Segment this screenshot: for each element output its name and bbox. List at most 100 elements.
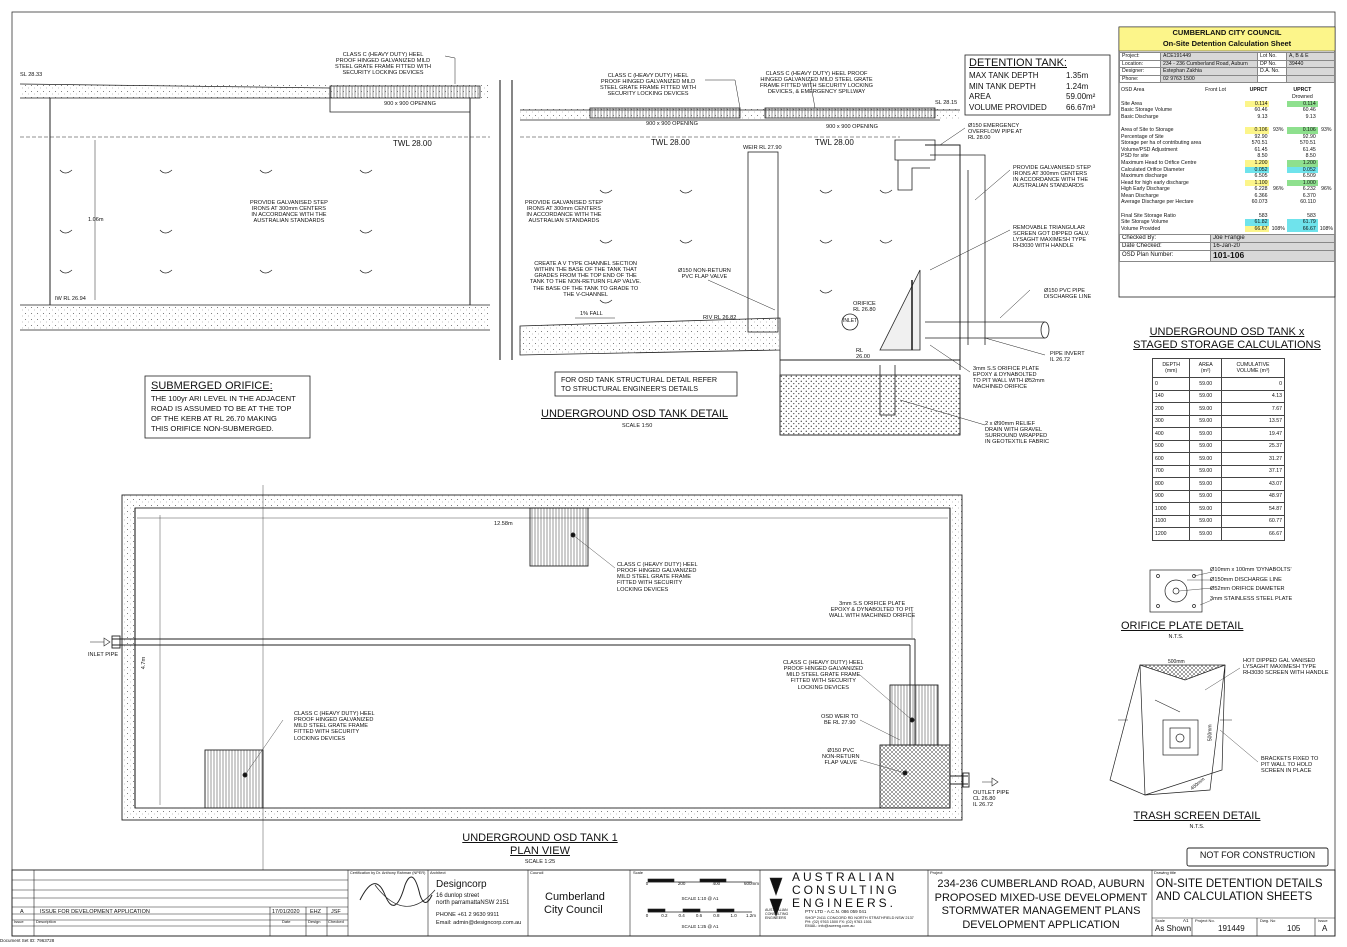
osd-row-value-a: 583: [1258, 212, 1268, 219]
tank-detail-title: UNDERGROUND OSD TANK DETAIL: [541, 408, 729, 420]
osd-check-label: OSD Plan Number:: [1119, 249, 1211, 262]
project-line: 234-236 CUMBERLAND ROAD, AUBURN: [937, 878, 1145, 890]
osd-check-value: 16-Jan-20: [1210, 242, 1335, 251]
detention-row-value: 1.35m: [1066, 71, 1089, 80]
osd-info-cell: Lot No.: [1257, 52, 1287, 61]
osd-row-value-b: [1287, 120, 1318, 127]
plan-grate-note-a: CLASS C (HEAVY DUTY) HEEL PROOF HINGED G…: [617, 562, 698, 593]
trash-note-brackets: BRACKETS FIXED TO PIT WALL TO HOLD SCREE…: [1261, 756, 1319, 775]
depth-label: 1.06m: [88, 217, 104, 223]
staged-cell: 25.37: [1221, 439, 1285, 453]
step-irons-note: PROVIDE GALVANISED STEP IRONS AT 300mm C…: [250, 200, 328, 225]
osd-row-value-a: 0.114: [1244, 100, 1270, 108]
osd-row-value-b: 9.13: [1305, 113, 1316, 120]
osd-row-label: Basic Discharge: [1121, 113, 1159, 120]
cert-label: Certification by Dr. Anthony Rahman (NPE…: [350, 871, 426, 875]
osd-info-row: Location:234 - 236 Cumberland Road, Aubu…: [1119, 59, 1335, 69]
staged-header-cell: DEPTH (mm): [1151, 358, 1191, 378]
scale-bar-2-tick: 1.0: [730, 913, 737, 918]
osd-row-pct-b: 96%: [1321, 186, 1332, 193]
osd-council: CUMBERLAND CITY COUNCIL: [1172, 28, 1282, 37]
drawing-title-label: Drawing title: [1154, 870, 1177, 875]
osd-row-value-a: 8.50: [1257, 153, 1268, 160]
architect-email: Email: admin@designcorp.com.au: [436, 920, 522, 926]
osd-row-pct-b: [1318, 180, 1335, 187]
staged-cell: 59.00: [1189, 452, 1223, 466]
osd-row-value-b: 92.90: [1302, 133, 1316, 140]
osd-calc-header-2: Drowned: [1119, 94, 1335, 101]
osd-check-row: OSD Plan Number:101-106: [1119, 249, 1335, 262]
osd-info-cell: Phone:: [1119, 74, 1161, 84]
staged-cell: 43.07: [1221, 477, 1285, 491]
staged-cell: 37.17: [1221, 464, 1285, 478]
tank-twl-a: TWL 28.00: [651, 138, 690, 147]
plan-view-drawing: [90, 485, 999, 870]
osd-row-label: Maximum Head to Orifice Centre: [1121, 159, 1197, 166]
osd-row-gap: [1203, 226, 1245, 233]
osd-col-blank: [1269, 94, 1287, 101]
detention-tank-heading: DETENTION TANK:: [969, 57, 1067, 69]
sl-label: SL 28.33: [20, 72, 43, 78]
firm-addr: SHOP 2/411 CONCORD RD NORTH STRATHFIELD …: [805, 916, 914, 929]
osd-area-label: OSD Area: [1121, 87, 1145, 94]
osd-row-pct-a: [1269, 160, 1287, 167]
overflow-note: Ø150 EMERGENCY OVERFLOW PIPE AT RL 28.00: [968, 123, 1023, 142]
project-line: DEVELOPMENT APPLICATION: [962, 918, 1120, 931]
staged-cell: 54.87: [1221, 502, 1285, 516]
osd-row-label: PSD for site: [1121, 153, 1149, 160]
osd-info-cell: Designer:: [1119, 67, 1161, 76]
scale-bar-1-label: SCALE 1:10 @ A1: [681, 896, 719, 901]
osd-row-value-b: 583: [1307, 212, 1316, 219]
trash-screen-drawing: [1109, 664, 1259, 796]
osd-row-value-b: 0.106: [1287, 126, 1318, 134]
orifice-plate-label: Ø10mm x 100mm 'DYNABOLTS': [1210, 567, 1292, 573]
osd-row-pct-a: [1269, 134, 1287, 141]
col-checked: Checked: [328, 919, 344, 924]
staged-cell: 0: [1221, 377, 1285, 391]
issue-value: A: [1322, 924, 1328, 933]
scale-bar-2-label: SCALE 1:25 @ A1: [681, 924, 719, 929]
staged-cell: 1200: [1151, 527, 1191, 541]
architect-addr2: north parramattaNSW 2151: [436, 900, 510, 906]
staged-cell: 60.77: [1221, 514, 1285, 528]
osd-row-pct-b: [1318, 219, 1335, 226]
orifice-plate-title: ORIFICE PLATE DETAIL: [1121, 620, 1244, 632]
dwg-no-label: Dwg. No: [1260, 918, 1276, 923]
osd-row-pct-b: [1318, 199, 1335, 206]
relief-note: 2 x Ø90mm RELIEF DRAIN WITH GRAVEL SURRO…: [985, 421, 1050, 446]
twl-label: TWL 28.00: [393, 139, 432, 148]
osd-row-value-a: 1.200: [1244, 159, 1270, 167]
structural-note: FOR OSD TANK STRUCTURAL DETAIL REFER TO …: [561, 375, 718, 394]
osd-info-cell: Location:: [1119, 59, 1161, 69]
plan-dim-width: 12.58m: [494, 521, 513, 527]
staged-cell: 7.67: [1221, 402, 1285, 416]
architect-label: Architect: [430, 870, 446, 875]
plan-grate-note-b: CLASS C (HEAVY DUTY) HEEL PROOF HINGED G…: [294, 711, 375, 742]
col-design: Design: [308, 919, 321, 924]
step-irons-b: PROVIDE GALVANISED STEP IRONS AT 300mm C…: [1013, 165, 1091, 190]
scale-bar-2-tick: 0.2: [661, 913, 668, 918]
osd-row-value-a: [1245, 120, 1270, 127]
osd-row-label: Basic Storage Volume: [1121, 107, 1173, 114]
staged-cell: 1100: [1151, 514, 1191, 528]
submerged-orifice-text: THE 100yr ARI LEVEL IN THE ADJACENT ROAD…: [151, 394, 296, 433]
osd-row-label: Mean Discharge: [1121, 192, 1159, 199]
plan-title-2: PLAN VIEW: [510, 845, 570, 857]
plan-flap-note: Ø150 PVC NON-RETURN FLAP VALVE: [822, 748, 860, 767]
osd-row-label: Final Site Storage Ratio: [1121, 212, 1176, 219]
doc-set-id: Document Set ID: 7963728: [0, 938, 55, 943]
osd-row-pct-b: [1318, 120, 1335, 127]
osd-row-pct-a: [1269, 120, 1287, 127]
screen-note: REMOVABLE TRIANGULAR SCREEN GOT DIPPED G…: [1013, 225, 1090, 250]
orifice-plate-label: 3mm STAINLESS STEEL PLATE: [1210, 595, 1293, 602]
rl-label: RL 26.00: [856, 348, 870, 361]
osd-check-value: 101-106: [1210, 249, 1335, 262]
osd-row-label: Storage per ha of contributing area: [1121, 140, 1202, 147]
